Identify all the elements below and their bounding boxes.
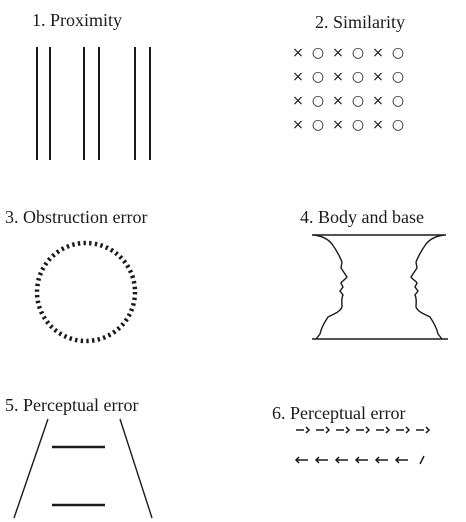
dotted-circle	[34, 240, 138, 344]
circle-symbol: ○	[391, 45, 405, 61]
circle-symbol: ○	[311, 69, 325, 85]
cross-symbol: ×	[332, 117, 344, 133]
lower-arrow	[419, 455, 425, 465]
muller-lyer-figure	[294, 426, 431, 465]
cross-symbol: ×	[372, 93, 384, 109]
lower-arrow	[314, 456, 328, 464]
lower-arrow	[334, 456, 348, 464]
left-face-profile	[313, 234, 348, 340]
lower-arrow	[294, 456, 308, 464]
cross-symbol: ×	[372, 45, 384, 61]
cross-symbol: ×	[332, 45, 344, 61]
upper-arrow	[396, 426, 411, 434]
caption-perceptual-error-1: 5. Perceptual error	[5, 395, 139, 415]
circle-symbol: ○	[351, 117, 365, 133]
cross-symbol: ×	[332, 93, 344, 109]
vase-faces-figure	[312, 234, 448, 340]
circle-symbol: ○	[351, 45, 365, 61]
cross-symbol: ×	[372, 69, 384, 85]
upper-arrow	[316, 426, 331, 434]
circle-symbol: ○	[311, 45, 325, 61]
cross-symbol: ×	[292, 117, 304, 133]
right-face-profile	[410, 234, 445, 340]
caption-body-and-base: 4. Body and base	[300, 207, 424, 227]
circle-symbol: ○	[391, 69, 405, 85]
upper-arrow	[296, 426, 311, 434]
converging-line-left	[13, 418, 49, 519]
circle-symbol: ○	[391, 93, 405, 109]
circle-symbol: ○	[311, 117, 325, 133]
similarity-grid: × ○ × ○ × ○ × ○ × ○ × ○ × ○ × ○ × ○ × ○ × ○ × ○	[290, 45, 430, 165]
cross-symbol: ×	[332, 69, 344, 85]
lower-arrow	[354, 456, 368, 464]
caption-perceptual-error-2: 6. Perceptual error	[272, 403, 406, 423]
cross-symbol: ×	[372, 117, 384, 133]
circle-symbol: ○	[351, 93, 365, 109]
caption-similarity: 2. Similarity	[315, 12, 405, 32]
proximity-lines-figure	[36, 47, 151, 160]
cross-symbol: ×	[292, 93, 304, 109]
cross-symbol: ×	[292, 45, 304, 61]
circle-symbol: ○	[311, 93, 325, 109]
caption-obstruction-error: 3. Obstruction error	[5, 207, 148, 227]
ponzo-illusion-figure	[13, 418, 153, 519]
caption-proximity: 1. Proximity	[32, 10, 123, 30]
cross-symbol: ×	[292, 69, 304, 85]
lower-arrow	[394, 456, 408, 464]
circle-symbol: ○	[391, 117, 405, 133]
circle-symbol: ○	[351, 69, 365, 85]
upper-arrow	[336, 426, 351, 434]
lower-arrow	[374, 456, 388, 464]
dotted-circle-figure	[34, 240, 138, 344]
upper-arrow	[356, 426, 371, 434]
upper-arrow	[376, 426, 391, 434]
upper-arrow	[416, 426, 431, 434]
converging-line-right	[119, 418, 153, 519]
